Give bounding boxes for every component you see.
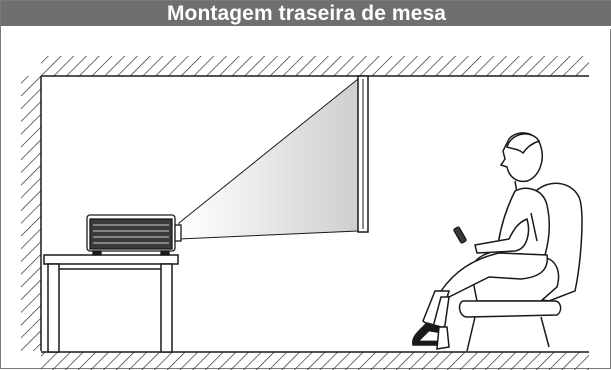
screen-icon: [357, 75, 369, 233]
person-icon: [411, 132, 550, 350]
ceiling-hatch: [41, 56, 589, 77]
projector-icon: [86, 214, 182, 256]
projection-beam: [178, 77, 359, 240]
left-wall-hatch: [21, 76, 42, 351]
remote-control-icon: [453, 226, 467, 244]
floor-hatch: [41, 351, 589, 370]
title-bar: Montagem traseira de mesa: [1, 1, 611, 29]
table-icon: [43, 254, 179, 353]
room-scene: [21, 56, 589, 370]
page-title: Montagem traseira de mesa: [166, 2, 447, 25]
